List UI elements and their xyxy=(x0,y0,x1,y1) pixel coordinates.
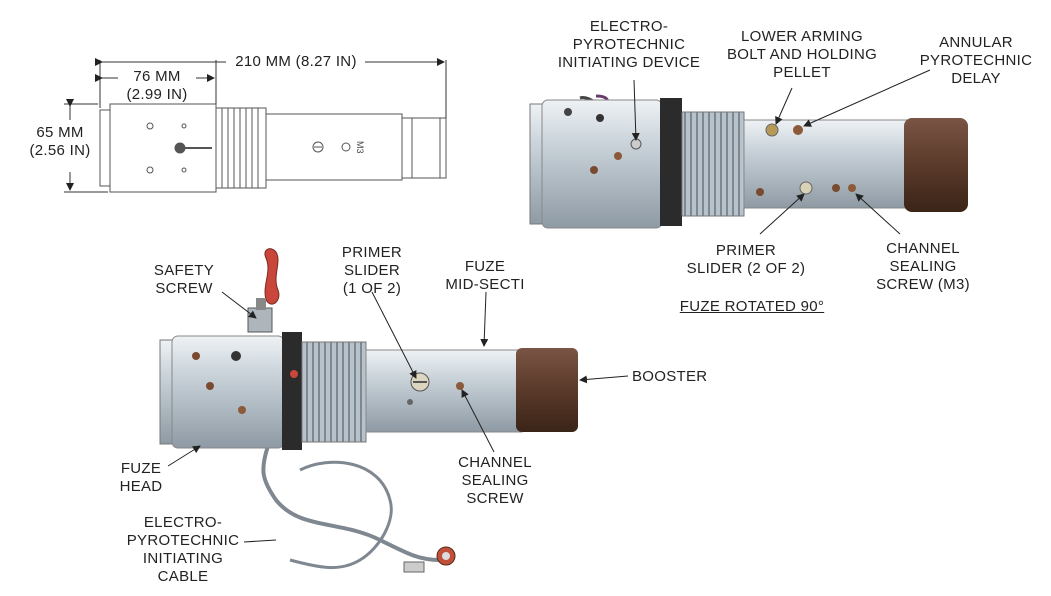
label-fuze-head: FUZE HEAD xyxy=(119,460,163,495)
rotated-fuze-photo xyxy=(529,94,968,229)
fuze-photo xyxy=(159,248,578,573)
label-electro-pyro-device: ELECTRO- PYROTECHNIC INITIATING DEVICE xyxy=(557,18,701,71)
line-drawing xyxy=(99,103,447,193)
top-right-leaders xyxy=(631,69,931,235)
label-safety-screw: SAFETY SCREW xyxy=(153,262,215,297)
label-annular-delay: ANNULAR PYROTECHNIC DELAY xyxy=(919,34,1033,87)
bottom-leaders xyxy=(167,291,629,543)
label-booster: BOOSTER xyxy=(632,368,708,385)
label-channel-screw: CHANNEL SEALING SCREW xyxy=(458,454,532,507)
dimension-lines xyxy=(64,58,447,193)
label-fuze-mid-section: FUZE MID-SECTI xyxy=(445,258,525,293)
label-lower-arming-bolt: LOWER ARMING BOLT AND HOLDING PELLET xyxy=(726,28,878,81)
label-primer-slider-1: PRIMER SLIDER (1 OF 2) xyxy=(341,244,403,297)
label-primer-slider-2: PRIMER SLIDER (2 OF 2) xyxy=(686,242,806,277)
drawing-thread-lines xyxy=(221,108,259,188)
label-initiating-cable: ELECTRO- PYROTECHNIC INITIATING CABLE xyxy=(126,514,240,585)
drawing-booster xyxy=(401,117,447,179)
drawing-marking-text: M3 xyxy=(355,141,365,154)
overall-length-dimension: 210 MM (8.27 IN) xyxy=(235,53,357,70)
drawing-mid-body xyxy=(265,113,403,181)
diameter-dimension: 65 MM (2.56 IN) xyxy=(29,124,91,159)
caption-fuze-rotated: FUZE ROTATED 90° xyxy=(679,298,825,315)
label-channel-screw-m3: CHANNEL SEALING SCREW (M3) xyxy=(876,240,970,293)
head-length-dimension: 76 MM (2.99 IN) xyxy=(126,68,188,103)
